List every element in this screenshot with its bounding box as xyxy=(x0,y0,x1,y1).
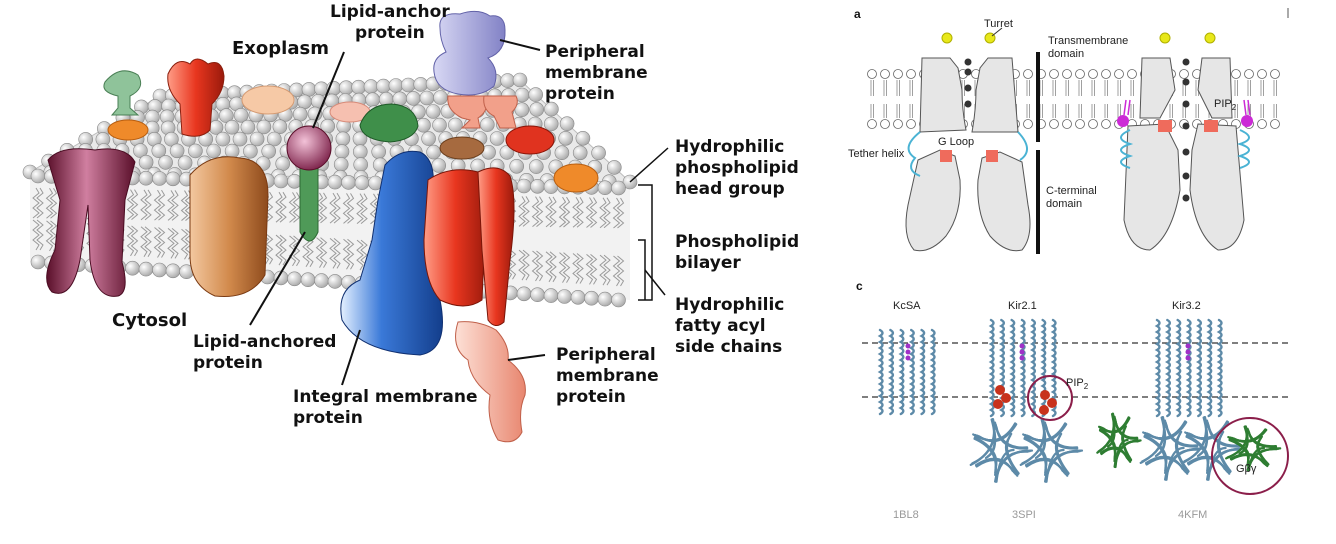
pa-tether-right-2 xyxy=(1236,129,1250,169)
pa-turret-label: Turret xyxy=(984,18,1013,30)
pc-pdb-3spi: 3SPI xyxy=(1012,509,1036,521)
cytosol-label: Cytosol xyxy=(112,310,188,331)
pa-gloop-left-2 xyxy=(986,150,998,162)
fatty-acyl-label: Hydrophilic fatty acyl side chains xyxy=(675,295,785,357)
pc-gbg-circle xyxy=(1211,417,1289,495)
peripheral-top-base-2 xyxy=(483,95,518,129)
panel-c-letter: c xyxy=(856,279,863,293)
lipid-anchored-label: Lipid-anchored protein xyxy=(193,332,337,373)
pa-turret-1 xyxy=(941,32,953,44)
green-protein-top xyxy=(359,103,419,143)
lipid-anchor-protein-label: Lipid-anchor protein xyxy=(330,2,450,43)
pa-turret-3 xyxy=(1159,32,1171,44)
pa-left-cterm-2 xyxy=(977,151,1031,252)
pa-cterm-bar xyxy=(1036,150,1040,254)
leader-peripheral-top xyxy=(499,39,541,51)
pa-tether-left-2 xyxy=(1017,131,1028,161)
pa-tether-left-1 xyxy=(907,131,921,177)
brown-small-protein xyxy=(439,136,485,160)
pa-gloop-left-1 xyxy=(940,150,952,162)
pa-right-tm-1 xyxy=(1139,57,1176,119)
pc-kcsa-label: KcSA xyxy=(893,300,921,312)
pa-tether-right-1 xyxy=(1120,129,1134,169)
peripheral-protein-top xyxy=(433,10,506,96)
pc-pip2-red-right xyxy=(1039,390,1057,415)
pa-pip2-label: PIP2 xyxy=(1214,98,1237,113)
red-protein-right xyxy=(505,125,555,155)
pc-pip2-label: PIP2 xyxy=(1066,377,1089,392)
bilayer-label: Phospholipid bilayer xyxy=(675,232,800,273)
orange-protein-right xyxy=(553,163,599,193)
exoplasm-red-protein xyxy=(167,58,225,137)
integral-protein-brown xyxy=(189,156,269,298)
leader-fatty-acyl xyxy=(644,269,666,296)
integral-protein-red-1 xyxy=(423,169,488,307)
pc-pip2-circle xyxy=(1027,375,1073,421)
pa-right-cterm-1 xyxy=(1123,123,1181,251)
pa-right-tm-2 xyxy=(1197,57,1233,119)
integral-label: Integral membrane protein xyxy=(293,387,478,428)
pc-kir21-label: Kir2.1 xyxy=(1008,300,1037,312)
integral-protein-red-2 xyxy=(477,167,515,326)
pa-gloop-right-1 xyxy=(1158,120,1172,132)
pa-right-cterm-2 xyxy=(1189,123,1245,251)
pa-left-tm-subunit-2 xyxy=(971,57,1019,133)
tan-protein xyxy=(241,85,295,115)
exoplasm-green-protein xyxy=(103,70,142,116)
leader-head-group xyxy=(629,147,669,183)
pc-pdb-1bl8: 1BL8 xyxy=(893,509,919,521)
leader-lipid-anchored xyxy=(249,231,306,326)
peripheral-top-label: Peripheral membrane protein xyxy=(545,42,648,104)
pa-turret-4 xyxy=(1204,32,1216,44)
leader-peripheral-bottom xyxy=(507,354,546,361)
pa-transmembrane-label: Transmembrane domain xyxy=(1048,35,1129,60)
pa-tether-label: Tether helix xyxy=(848,148,905,160)
pa-pip2-2 xyxy=(1241,115,1253,127)
pa-gloop-right-2 xyxy=(1204,120,1218,132)
peripheral-bottom-label: Peripheral membrane protein xyxy=(556,345,659,407)
orange-protein-left xyxy=(107,119,149,141)
lipid-anchored-stalk xyxy=(299,164,319,242)
pa-cterminal-label: C-terminal domain xyxy=(1046,185,1097,210)
pc-structures xyxy=(877,318,1282,483)
peripheral-protein-bottom xyxy=(455,321,526,443)
pc-gbg-label: Gβγ xyxy=(1236,463,1257,475)
exoplasm-label: Exoplasm xyxy=(232,38,329,59)
pa-tm-bar xyxy=(1036,52,1040,142)
integral-protein-blue xyxy=(340,150,443,356)
panel-a-letter: a xyxy=(854,7,861,21)
pc-pip2-red-left xyxy=(993,385,1011,409)
pc-pdb-4kfm: 4KFM xyxy=(1178,509,1208,521)
pa-pip2-1 xyxy=(1117,115,1129,127)
leader-integral xyxy=(341,329,361,386)
head-group-label: Hydrophilic phospholipid head group xyxy=(675,137,799,199)
inner-bracket xyxy=(638,239,646,300)
pa-left-tm-subunit-1 xyxy=(919,57,967,133)
lipid-anchor-ball xyxy=(286,125,332,171)
pa-gloop-label: G Loop xyxy=(938,136,975,148)
leader-lipid-anchor xyxy=(312,51,345,129)
channel-protein-maroon xyxy=(46,148,136,297)
pc-kir32-label: Kir3.2 xyxy=(1172,300,1201,312)
